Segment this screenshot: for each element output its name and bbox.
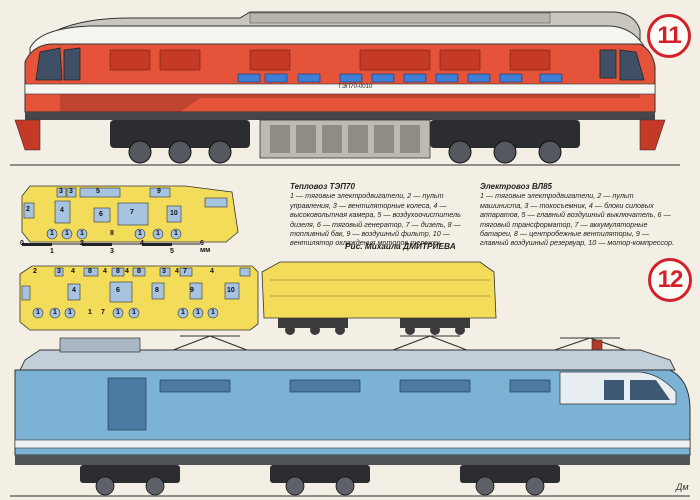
scale-tick: 4	[140, 240, 144, 247]
scale-tick: 6 мм	[200, 240, 211, 254]
vl85-label: 1	[88, 309, 92, 316]
vl85-label: 3	[57, 268, 61, 275]
tep70-label: 2	[26, 206, 30, 213]
tep70-label: 1	[138, 230, 142, 237]
vl85-label: 1	[132, 309, 136, 316]
vl85-label: 1	[211, 309, 215, 316]
vl85-label: 9	[190, 287, 194, 294]
vl85-label: 7	[183, 268, 187, 275]
signature-text: Дм	[676, 482, 689, 492]
vl85-label: 1	[196, 309, 200, 316]
vl85-label: 10	[227, 287, 235, 294]
vl85-label: 8	[116, 268, 120, 275]
vl85-label: 7	[101, 309, 105, 316]
tep70-label: 3	[59, 188, 63, 195]
vl85-title: Электровоз ВЛ85	[480, 182, 553, 191]
vl85-label: 1	[181, 309, 185, 316]
vl85-label: 8	[137, 268, 141, 275]
scale-tick: 1	[50, 248, 54, 255]
tep70-label: 8	[110, 230, 114, 237]
tep70-title: Тепловоз ТЭП70	[290, 182, 355, 191]
vl85-label: 6	[116, 287, 120, 294]
artist-signature: Дм	[676, 482, 689, 492]
tep70-label: 4	[60, 207, 64, 214]
scale-tick: 3	[110, 248, 114, 255]
vl85-label: 1	[53, 309, 57, 316]
vl85-label: 4	[103, 268, 107, 275]
badge-12: 12	[648, 258, 692, 302]
tep70-label: 9	[157, 188, 161, 195]
scale-tick: 2	[80, 240, 84, 247]
vl85-label: 8	[88, 268, 92, 275]
tep70-label: 1	[80, 230, 84, 237]
badge-11: 11	[647, 14, 691, 58]
tep70-label: 1	[156, 230, 160, 237]
tep70-label: 3	[69, 188, 73, 195]
vl85-label: 2	[33, 268, 37, 275]
tep70-label: 5	[96, 188, 100, 195]
tep70-caption: 1 — тяговые электродвигатели, 2 — пульт …	[290, 191, 461, 248]
tep70-label: 7	[130, 209, 134, 216]
vl85-plan	[19, 261, 497, 335]
vl85-locomotive	[10, 335, 691, 497]
vl85-label: 3	[162, 268, 166, 275]
vl85-caption: 1 — тяговые электродвигатели, 2 — пульт …	[480, 191, 674, 248]
vl85-label: 4	[125, 268, 129, 275]
tep70-caption-block: Тепловоз ТЭП70 1 — тяговые электродвигат…	[290, 182, 473, 248]
tep70-label: 1	[65, 230, 69, 237]
tep70-plan	[21, 185, 239, 246]
vl85-label: 4	[210, 268, 214, 275]
tep70-locomotive	[10, 11, 680, 166]
tep70-label: 1	[174, 230, 178, 237]
scale-tick: 0	[20, 240, 24, 247]
tep70-plate: ТЭП70-0010	[338, 84, 373, 90]
vl85-label: 4	[71, 268, 75, 275]
illustrator-credit: Рис. Михаила ДМИТРИЕВА	[345, 241, 456, 251]
vl85-label: 1	[68, 309, 72, 316]
tep70-label: 10	[170, 210, 178, 217]
scale-tick: 5	[170, 248, 174, 255]
vl85-label: 1	[116, 309, 120, 316]
vl85-label: 1	[36, 309, 40, 316]
vl85-caption-block: Электровоз ВЛ85 1 — тяговые электродвига…	[480, 182, 676, 248]
vl85-label: 4	[175, 268, 179, 275]
tep70-label: 1	[50, 230, 54, 237]
vl85-label: 4	[72, 287, 76, 294]
vl85-label: 8	[155, 287, 159, 294]
tep70-label: 6	[99, 211, 103, 218]
